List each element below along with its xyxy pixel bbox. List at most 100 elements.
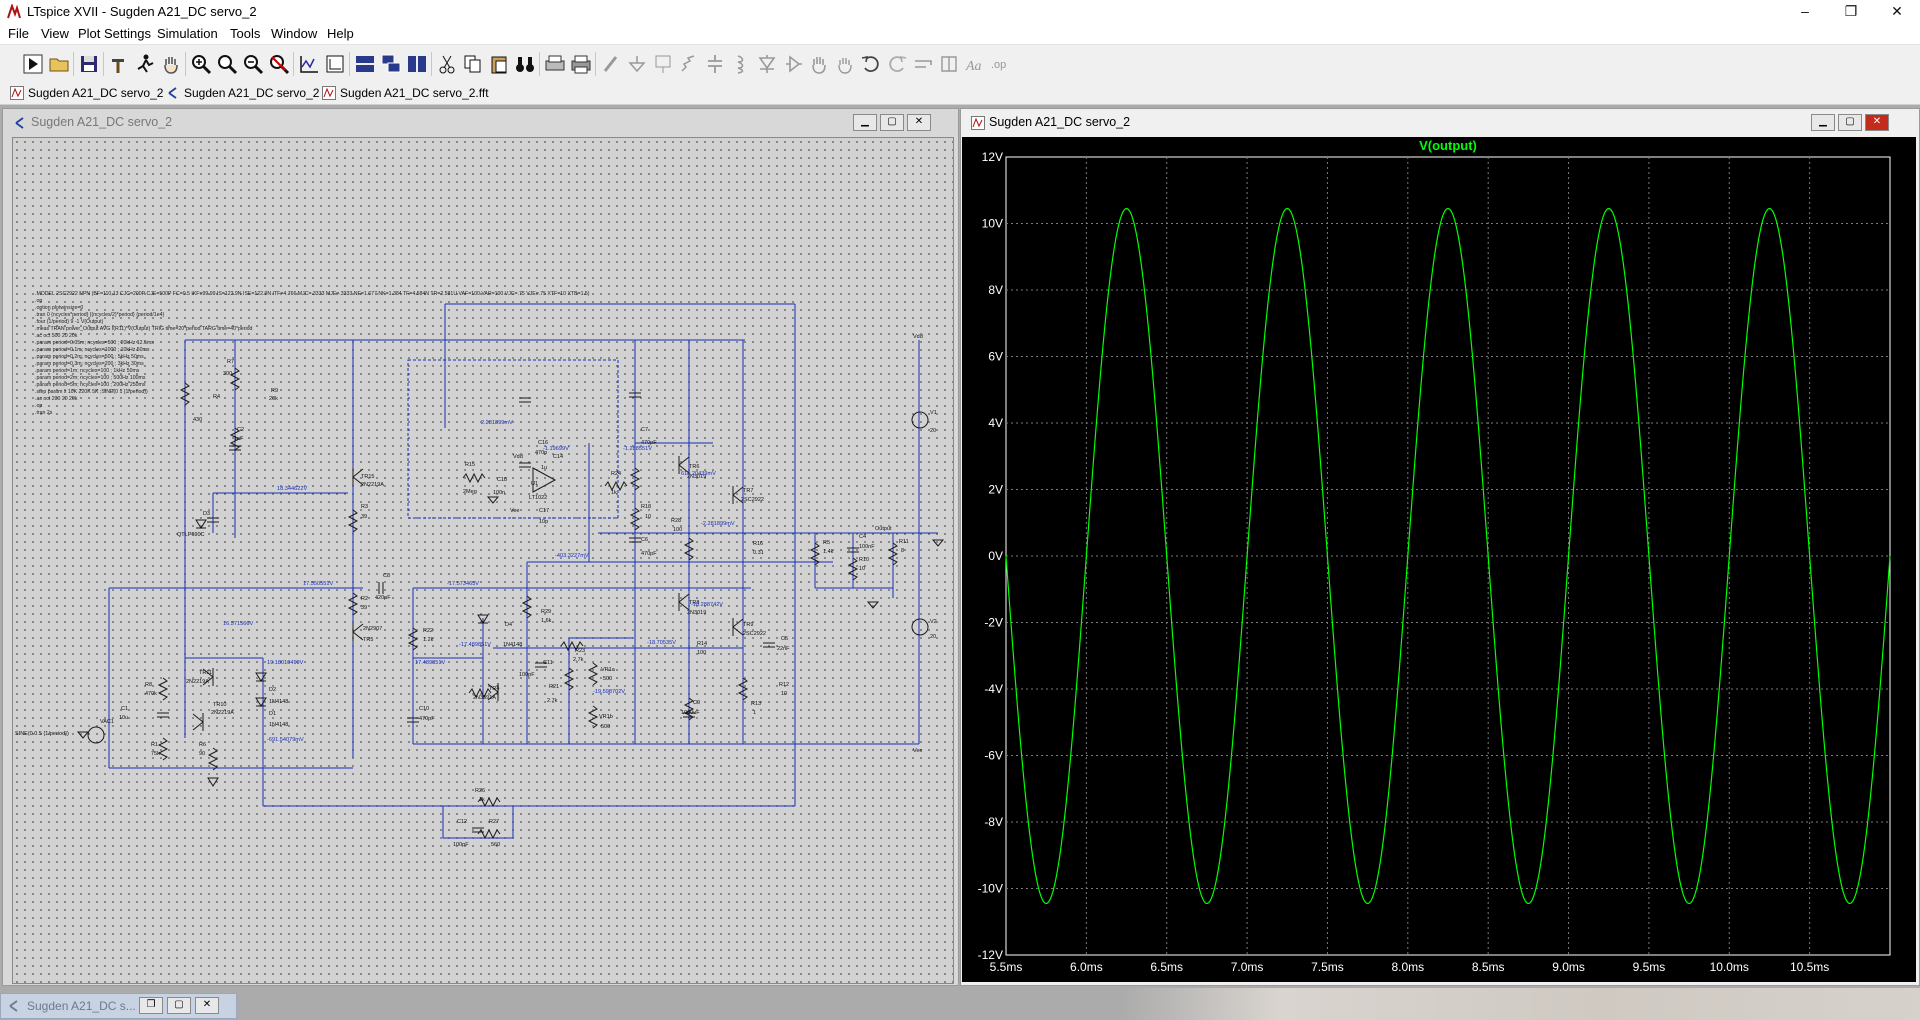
schematic-icon	[15, 117, 24, 129]
plot-close-button[interactable]: ✕	[1865, 114, 1889, 131]
node-voltage: -19.598702V	[593, 689, 625, 695]
tab-schematic[interactable]: Sugden A21_DC servo_2	[166, 84, 319, 102]
schematic-components	[76, 367, 945, 840]
menu-help[interactable]: Help	[327, 26, 354, 41]
plot-axis-icon[interactable]	[324, 53, 346, 75]
schematic-close-button[interactable]: ✕	[907, 114, 931, 131]
pan-hand-icon[interactable]	[160, 53, 182, 75]
minimized-maximize-button[interactable]: ▢	[167, 997, 191, 1014]
tile-horizontal-icon[interactable]	[354, 53, 376, 75]
find-binoculars-icon[interactable]	[514, 53, 536, 75]
directive-line: .op	[35, 298, 42, 304]
menu-tools[interactable]: Tools	[230, 26, 261, 41]
print-icon[interactable]	[544, 53, 566, 75]
label-c4: C4	[859, 534, 866, 540]
y-tick-label: 6V	[988, 350, 1003, 364]
x-tick-label: 8.5ms	[1472, 960, 1505, 974]
close-button[interactable]: ✕	[1891, 3, 1903, 19]
node-voltage: 16.571566V	[223, 621, 253, 627]
label-r8-value: 470k	[145, 691, 157, 697]
inductor-icon[interactable]	[730, 53, 752, 75]
run-simulation-man-icon[interactable]	[134, 53, 156, 75]
capacitor-icon[interactable]	[704, 53, 726, 75]
diode-icon[interactable]	[756, 53, 778, 75]
menu-simulation[interactable]: Simulation	[157, 26, 218, 41]
save-icon[interactable]	[78, 53, 100, 75]
label-c18: C18	[497, 477, 507, 483]
redo-icon[interactable]	[886, 53, 908, 75]
label-r12-value: 10	[781, 691, 787, 697]
waveform-icon	[10, 86, 24, 100]
cascade-icon[interactable]	[380, 53, 402, 75]
toolbar: Aa .op	[0, 44, 1920, 84]
restore-button[interactable]: ❐	[1844, 3, 1858, 19]
open-folder-icon[interactable]	[48, 53, 70, 75]
menu-view[interactable]: View	[41, 26, 69, 41]
label-net-icon[interactable]	[652, 53, 674, 75]
move-hand-icon[interactable]	[808, 53, 830, 75]
zoom-area-icon[interactable]	[216, 53, 238, 75]
resistor-icon[interactable]	[678, 53, 700, 75]
paste-icon[interactable]	[488, 53, 510, 75]
rotate-icon[interactable]	[912, 53, 934, 75]
schematic-minimize-button[interactable]: ▁	[853, 114, 877, 131]
plot-minimize-button[interactable]: ▁	[1811, 114, 1835, 131]
label-r7: R7	[227, 359, 234, 365]
tab-fft[interactable]: Sugden A21_DC servo_2.fft	[322, 84, 489, 102]
schematic-maximize-button[interactable]: ▢	[880, 114, 904, 131]
x-tick-label: 9.5ms	[1633, 960, 1666, 974]
print-preview-icon[interactable]	[570, 53, 592, 75]
minimize-button[interactable]: –	[1801, 3, 1809, 19]
minimized-close-button[interactable]: ✕	[195, 997, 219, 1014]
directive-line: .param period=5m; ncycles=100 ; 200Hz 25…	[35, 382, 146, 388]
x-tick-label: 9.0ms	[1552, 960, 1585, 974]
menu-plot-settings[interactable]: Plot Settings	[78, 26, 151, 41]
undo-icon[interactable]	[860, 53, 882, 75]
tab-waveform[interactable]: Sugden A21_DC servo_2	[10, 84, 163, 102]
autorange-icon[interactable]	[298, 53, 320, 75]
mirror-icon[interactable]	[938, 53, 960, 75]
y-tick-label: 12V	[982, 150, 1003, 164]
y-tick-label: 0V	[988, 549, 1003, 563]
trace-label-v-output[interactable]: V(output)	[1419, 138, 1477, 153]
label-r6: R6	[199, 742, 206, 748]
trace-v-output[interactable]	[1005, 207, 1891, 905]
node-voltage: -18.70535V	[647, 640, 676, 646]
minimized-restore-button[interactable]: ❐	[139, 997, 163, 1014]
label-r9: R9	[271, 388, 278, 394]
copy-icon[interactable]	[462, 53, 484, 75]
spice-directive-icon[interactable]: .op	[990, 53, 1012, 75]
draw-wire-pencil-icon[interactable]	[600, 53, 622, 75]
ground-icon[interactable]	[626, 53, 648, 75]
y-tick-label: 8V	[988, 283, 1003, 297]
component-icon[interactable]	[782, 53, 804, 75]
y-tick-label: -12V	[978, 948, 1003, 962]
schematic-canvas[interactable]: .MODEL 2SC2922 NPN (BF=110,13 CJC=200P C…	[12, 137, 954, 984]
tile-vertical-icon[interactable]	[406, 53, 428, 75]
schematic-icon	[168, 87, 177, 99]
cut-scissors-icon[interactable]	[436, 53, 458, 75]
plot-maximize-button[interactable]: ▢	[1838, 114, 1862, 131]
menu-window[interactable]: Window	[271, 26, 318, 41]
y-tick-label: 2V	[988, 483, 1003, 497]
label-r26-value: 1k	[479, 797, 485, 803]
run-icon[interactable]	[22, 53, 44, 75]
label-d2-model: 1N4148	[269, 699, 288, 705]
drag-hand-icon[interactable]	[834, 53, 856, 75]
control-panel-hammer-icon[interactable]	[108, 53, 130, 75]
plot-window-titlebar: Sugden A21_DC servo_2 ▁ ▢ ✕	[961, 109, 1919, 135]
text-aa-icon[interactable]: Aa	[964, 53, 986, 75]
label-tr11: TR11	[199, 670, 212, 676]
label-c11-value: 100pF	[519, 672, 535, 678]
label-c14: C14	[553, 454, 563, 460]
svg-text:Aa: Aa	[965, 59, 982, 74]
zoom-in-icon[interactable]	[190, 53, 212, 75]
y-tick-label: 4V	[988, 416, 1003, 430]
minimized-schematic-window[interactable]: Sugden A21_DC s... ❐ ▢ ✕	[0, 993, 237, 1019]
zoom-out-icon[interactable]	[242, 53, 264, 75]
label-tr6: TR6	[689, 464, 699, 470]
label-c10-value: 470pF	[419, 716, 435, 722]
zoom-fit-icon[interactable]	[268, 53, 290, 75]
menu-file[interactable]: File	[8, 26, 29, 41]
